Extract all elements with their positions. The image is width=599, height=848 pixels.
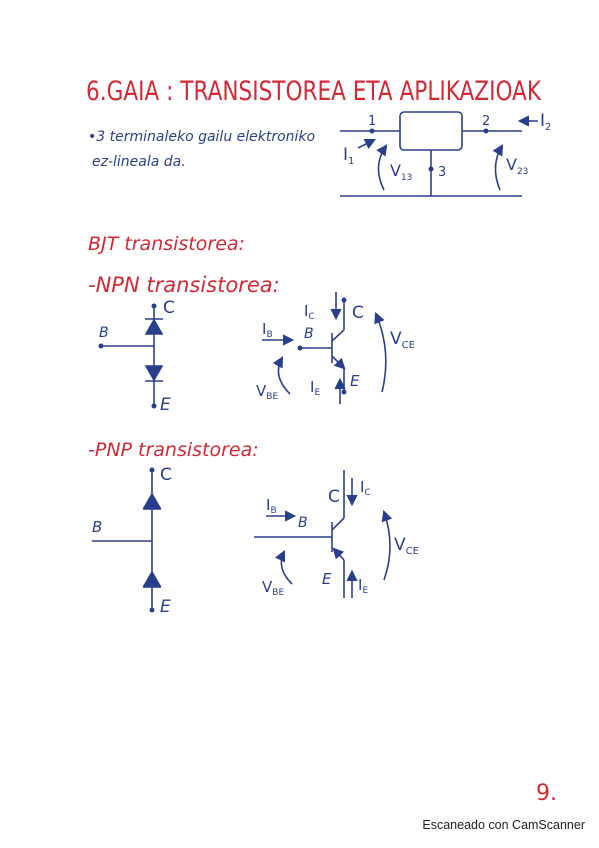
npn-diode-e-label: E (160, 395, 171, 415)
npn-vbe-label: VBE (256, 382, 278, 402)
pnp-symbol (254, 470, 393, 598)
pnp-vce-label: VCE (394, 535, 419, 557)
pnp-vbe-label: VBE (262, 578, 284, 598)
page-title: 6.GAIA : TRANSISTOREA ETA APLIKAZIOAK (86, 76, 542, 107)
npn-diode-c-label: C (163, 298, 175, 318)
npn-vce-label: VCE (390, 329, 415, 351)
npn-vbe-arrow (272, 356, 291, 395)
pnp-ic-label: IC (360, 478, 371, 498)
npn-ib-label: IB (262, 320, 273, 340)
npn-vce-arrow (374, 311, 387, 393)
pnp-e-label: E (322, 570, 332, 588)
pnp-ie-label: IE (358, 576, 368, 596)
pnp-diode-c-label: C (160, 465, 172, 485)
pnp-diode-e-dot (149, 607, 155, 613)
intro-line-2: ez-lineala da. (92, 154, 186, 170)
npn-b-label: B (304, 326, 314, 342)
pnp-diode-model (92, 470, 162, 610)
v23-arrow (492, 144, 504, 191)
npn-diode-c-dot (151, 303, 157, 309)
pnp-diode-b-label: B (92, 518, 102, 536)
npn-diode-b-dot (98, 343, 104, 349)
npn-e-dot (341, 389, 347, 395)
pnp-heading: -PNP transistorea: (88, 439, 259, 461)
v13-arrow (376, 144, 388, 191)
node-1-label: 1 (368, 114, 376, 129)
pnp-c-label: C (328, 487, 340, 507)
pnp-vbe-arrow (274, 549, 293, 585)
npn-diode-b-label: B (99, 325, 109, 341)
pnp-ib-label: IB (266, 496, 277, 516)
pnp-vce-arrow (381, 509, 393, 581)
npn-diode-e-dot (151, 403, 157, 409)
device-box (399, 111, 463, 151)
v13-label: V13 (390, 161, 412, 183)
npn-b-dot (297, 345, 303, 351)
node-3-dot (428, 166, 434, 172)
scanner-watermark: Escaneado con CamScanner (422, 818, 585, 832)
npn-diode-model (101, 306, 164, 406)
npn-ie-label: IE (310, 378, 320, 398)
v23-label: V23 (506, 155, 528, 177)
pnp-b-label: B (298, 515, 308, 531)
page-number: 9. (536, 781, 557, 806)
node-2-dot (483, 128, 489, 134)
three-terminal-block-diagram (340, 111, 538, 197)
npn-c-label: C (352, 303, 364, 323)
npn-symbol (262, 292, 387, 404)
intro-line-1: •3 terminaleko gailu elektroniko (88, 129, 315, 145)
node-2-label: 2 (482, 114, 490, 129)
node-3-label: 3 (438, 165, 446, 180)
bjt-heading: BJT transistorea: (88, 233, 245, 255)
npn-heading: -NPN transistorea: (88, 273, 280, 297)
npn-e-label: E (350, 372, 360, 390)
i2-label: I2 (540, 111, 551, 133)
npn-ic-label: IC (304, 302, 315, 322)
pnp-diode-e-label: E (160, 597, 171, 617)
i1-label: I1 (343, 145, 354, 167)
pnp-diode-c-dot (149, 467, 155, 473)
npn-c-dot (341, 297, 347, 303)
node-1-dot (369, 128, 375, 134)
i1-arrow (357, 138, 377, 150)
